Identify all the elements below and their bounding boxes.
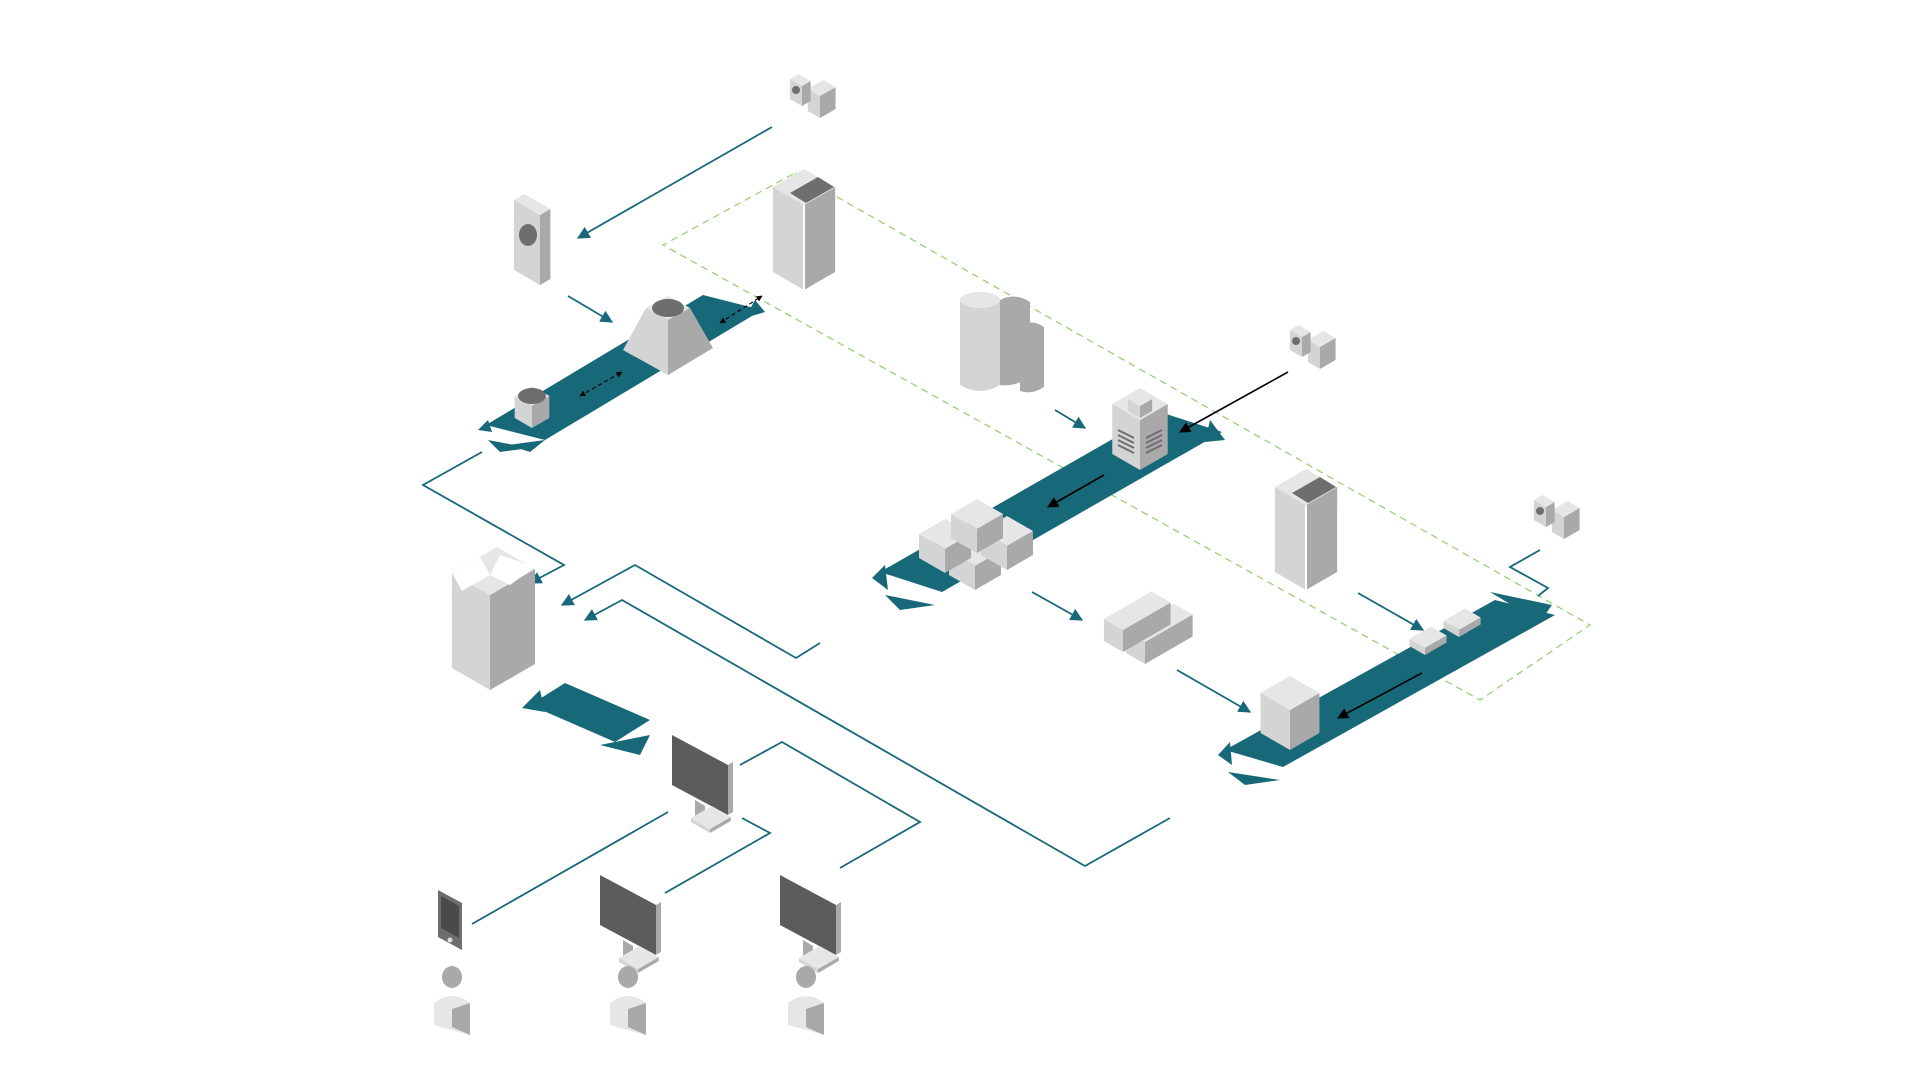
flat-module-icon (1409, 608, 1481, 655)
platform-bottom-left (522, 683, 650, 755)
speaker-icon (514, 194, 551, 285)
bidirectional-arrows (579, 295, 763, 397)
tablet-icon (438, 890, 462, 950)
connector-lines (421, 126, 1550, 925)
platform-middle (872, 412, 1225, 610)
camera-icon (789, 74, 836, 118)
hex-node-icon (1260, 676, 1320, 750)
user-icon (434, 966, 470, 1035)
camera-icon (1533, 495, 1580, 539)
tank-icon (960, 292, 1044, 393)
dashed-boundary (661, 172, 1592, 701)
monitor-icon (672, 735, 733, 833)
black-arrows (1047, 371, 1423, 719)
datacenter-icon (772, 169, 836, 290)
twin-block-icon (1103, 591, 1193, 664)
quad-module-icon (919, 499, 1033, 590)
platform-top-left (478, 295, 765, 452)
camera-icon (1289, 325, 1336, 369)
monitor-icon (780, 875, 841, 973)
datacenter-icon (1274, 469, 1338, 590)
monitor-icon (600, 875, 661, 973)
cylinder-node-icon (514, 386, 550, 428)
pyramid-hub-icon (623, 296, 713, 375)
user-icon (788, 966, 824, 1035)
server-icon (451, 547, 536, 690)
user-icon (610, 966, 646, 1035)
control-unit-icon (1112, 388, 1168, 470)
